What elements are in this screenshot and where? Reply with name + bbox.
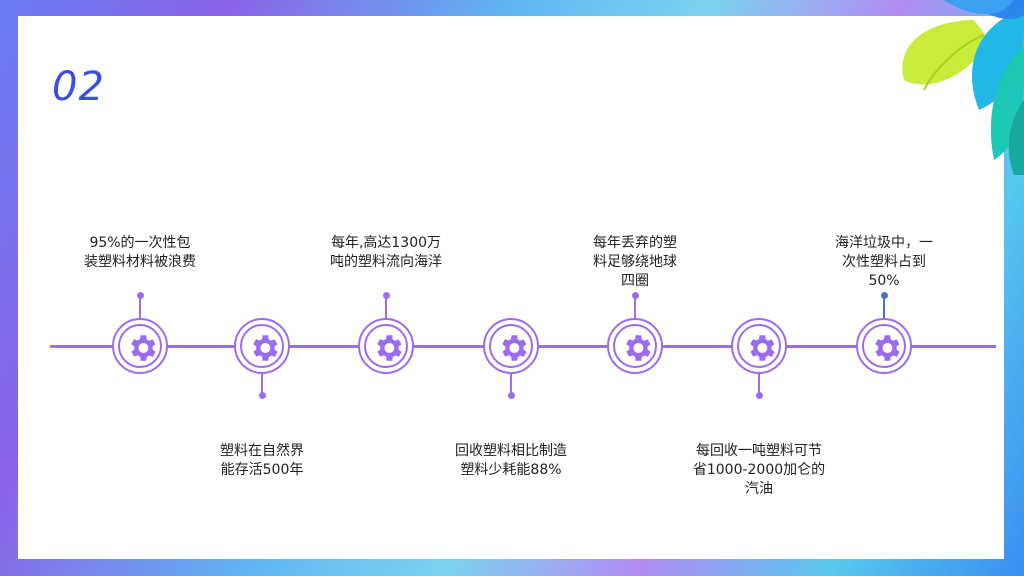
timeline-stem: [758, 374, 760, 396]
timeline-stem: [883, 296, 885, 318]
leaves-decoration: [902, 0, 1024, 175]
gear-icon: [247, 331, 281, 365]
timeline-stem: [510, 374, 512, 396]
timeline-node: [856, 318, 912, 374]
timeline-node: [358, 318, 414, 374]
timeline-node: [234, 318, 290, 374]
timeline-label: 每年丢弃的塑料足够绕地球四圈: [593, 235, 677, 289]
timeline-dot: [507, 392, 515, 399]
timeline-dot: [136, 292, 144, 299]
timeline-stem: [261, 374, 263, 396]
timeline-node: [731, 318, 787, 374]
timeline-dot: [755, 392, 763, 399]
gear-icon: [371, 331, 405, 365]
timeline-dot: [631, 292, 639, 299]
timeline-label: 95%的一次性包装塑料材料被浪费: [84, 235, 196, 270]
timeline-node: [112, 318, 168, 374]
timeline-label: 塑料在自然界能存活500年: [220, 443, 304, 478]
timeline-dot: [880, 292, 888, 299]
slide-number: 02: [52, 64, 105, 110]
timeline-node: [483, 318, 539, 374]
gear-icon: [125, 331, 159, 365]
gear-icon: [869, 331, 903, 365]
slide-card: 02: [18, 16, 1004, 559]
timeline-label: 回收塑料相比制造塑料少耗能88%: [455, 443, 567, 478]
timeline-stem: [385, 296, 387, 318]
timeline-label: 每年,高达1300万吨的塑料流向海洋: [330, 235, 442, 270]
timeline-label: 每回收一吨塑料可节省1000-2000加仑的汽油: [692, 443, 826, 497]
timeline-node: [607, 318, 663, 374]
timeline-stem: [139, 296, 141, 318]
gear-icon: [620, 331, 654, 365]
timeline-stem: [634, 296, 636, 318]
gear-icon: [744, 331, 778, 365]
timeline-dot: [382, 292, 390, 299]
timeline-dot: [258, 392, 266, 399]
gear-icon: [496, 331, 530, 365]
